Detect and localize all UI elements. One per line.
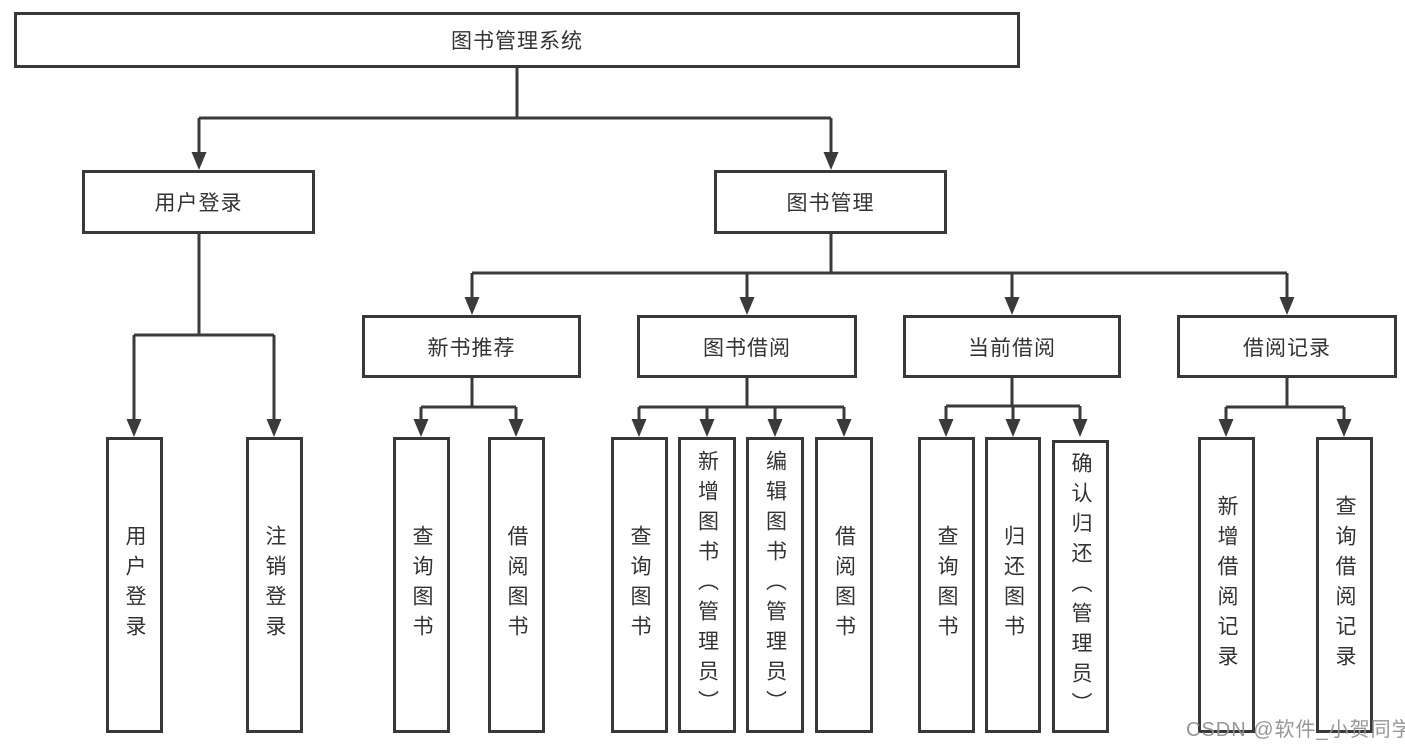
node-add-borrow-record: 新增借阅记录 bbox=[1198, 437, 1255, 733]
node-label: 新书推荐 bbox=[427, 336, 516, 360]
arrow-icon bbox=[126, 419, 142, 437]
node-query-borrow-record: 查询借阅记录 bbox=[1316, 437, 1373, 733]
node-add-books-admin: 新增图书（管理员） bbox=[678, 437, 736, 733]
arrow-icon bbox=[1279, 297, 1295, 315]
arrow-icon bbox=[413, 419, 429, 437]
connector-borrowing-to-leaves bbox=[637, 378, 846, 423]
node-label: 图书管理 bbox=[786, 192, 875, 215]
watermark: CSDN @软件_小贺同学 bbox=[1186, 719, 1405, 741]
arrow-icon bbox=[508, 419, 524, 437]
connector-bookmgmt-to-level3 bbox=[470, 234, 1289, 301]
connector-userlogin-to-leaves bbox=[132, 234, 276, 423]
node-book-management: 图书管理 bbox=[714, 170, 947, 234]
node-label: 用户登录 bbox=[154, 192, 243, 215]
node-user-login: 用户登录 bbox=[106, 437, 163, 733]
node-user-login-group: 用户登录 bbox=[82, 170, 315, 234]
node-label: 借阅图书 bbox=[505, 525, 528, 645]
node-library-system: 图书管理系统 bbox=[14, 12, 1020, 68]
node-new-book-recommend: 新书推荐 bbox=[362, 315, 581, 378]
arrow-icon bbox=[464, 297, 480, 315]
node-borrow-records: 借阅记录 bbox=[1177, 315, 1397, 378]
node-return-books: 归还图书 bbox=[985, 437, 1041, 733]
arrow-icon bbox=[739, 297, 755, 315]
node-label: 借阅图书 bbox=[832, 525, 856, 645]
node-label: 查询图书 bbox=[410, 525, 433, 645]
connector-newbook-to-leaves bbox=[419, 378, 518, 423]
arrow-icon bbox=[836, 419, 852, 437]
node-label: 注销登录 bbox=[263, 525, 286, 645]
node-label: 查询借阅记录 bbox=[1333, 495, 1356, 675]
node-label: 当前借阅 bbox=[968, 336, 1056, 360]
node-borrow-books: 借阅图书 bbox=[815, 437, 873, 733]
arrow-icon bbox=[1072, 419, 1088, 437]
node-label: 借阅记录 bbox=[1243, 336, 1331, 360]
connector-current-to-leaves bbox=[944, 378, 1082, 423]
node-borrow-books-recommend: 借阅图书 bbox=[488, 437, 545, 733]
connector-root-to-level2 bbox=[197, 68, 833, 156]
node-current-borrowing: 当前借阅 bbox=[903, 315, 1121, 378]
arrow-icon bbox=[699, 419, 715, 437]
node-edit-books-admin: 编辑图书（管理员） bbox=[746, 437, 804, 733]
node-logout: 注销登录 bbox=[246, 437, 303, 733]
connector-records-to-leaves bbox=[1224, 378, 1346, 423]
node-query-books-current: 查询图书 bbox=[918, 437, 975, 733]
arrow-icon bbox=[767, 419, 783, 437]
arrow-icon bbox=[266, 419, 282, 437]
node-label: 确认归还（管理员） bbox=[1069, 451, 1092, 722]
arrow-icon bbox=[1336, 419, 1352, 437]
node-label: 用户登录 bbox=[123, 525, 146, 645]
node-label: 查询图书 bbox=[628, 525, 651, 645]
arrow-icon bbox=[823, 152, 839, 170]
node-label: 新增图书（管理员） bbox=[695, 450, 719, 720]
node-book-borrowing: 图书借阅 bbox=[637, 315, 857, 378]
arrow-icon bbox=[191, 152, 207, 170]
node-label: 归还图书 bbox=[1001, 525, 1025, 645]
node-query-books-borrowing: 查询图书 bbox=[611, 437, 668, 733]
node-label: 图书借阅 bbox=[703, 336, 791, 360]
node-confirm-return-admin: 确认归还（管理员） bbox=[1052, 440, 1109, 733]
node-label: 新增借阅记录 bbox=[1215, 495, 1238, 675]
arrow-icon bbox=[1004, 297, 1020, 315]
node-query-books-recommend: 查询图书 bbox=[393, 437, 450, 733]
node-label: 编辑图书（管理员） bbox=[763, 450, 787, 720]
arrow-icon bbox=[631, 419, 647, 437]
arrow-icon bbox=[1005, 419, 1021, 437]
arrow-icon bbox=[938, 419, 954, 437]
arrow-icon bbox=[1218, 419, 1234, 437]
node-label: 图书管理系统 bbox=[451, 30, 583, 53]
node-label: 查询图书 bbox=[935, 525, 958, 645]
